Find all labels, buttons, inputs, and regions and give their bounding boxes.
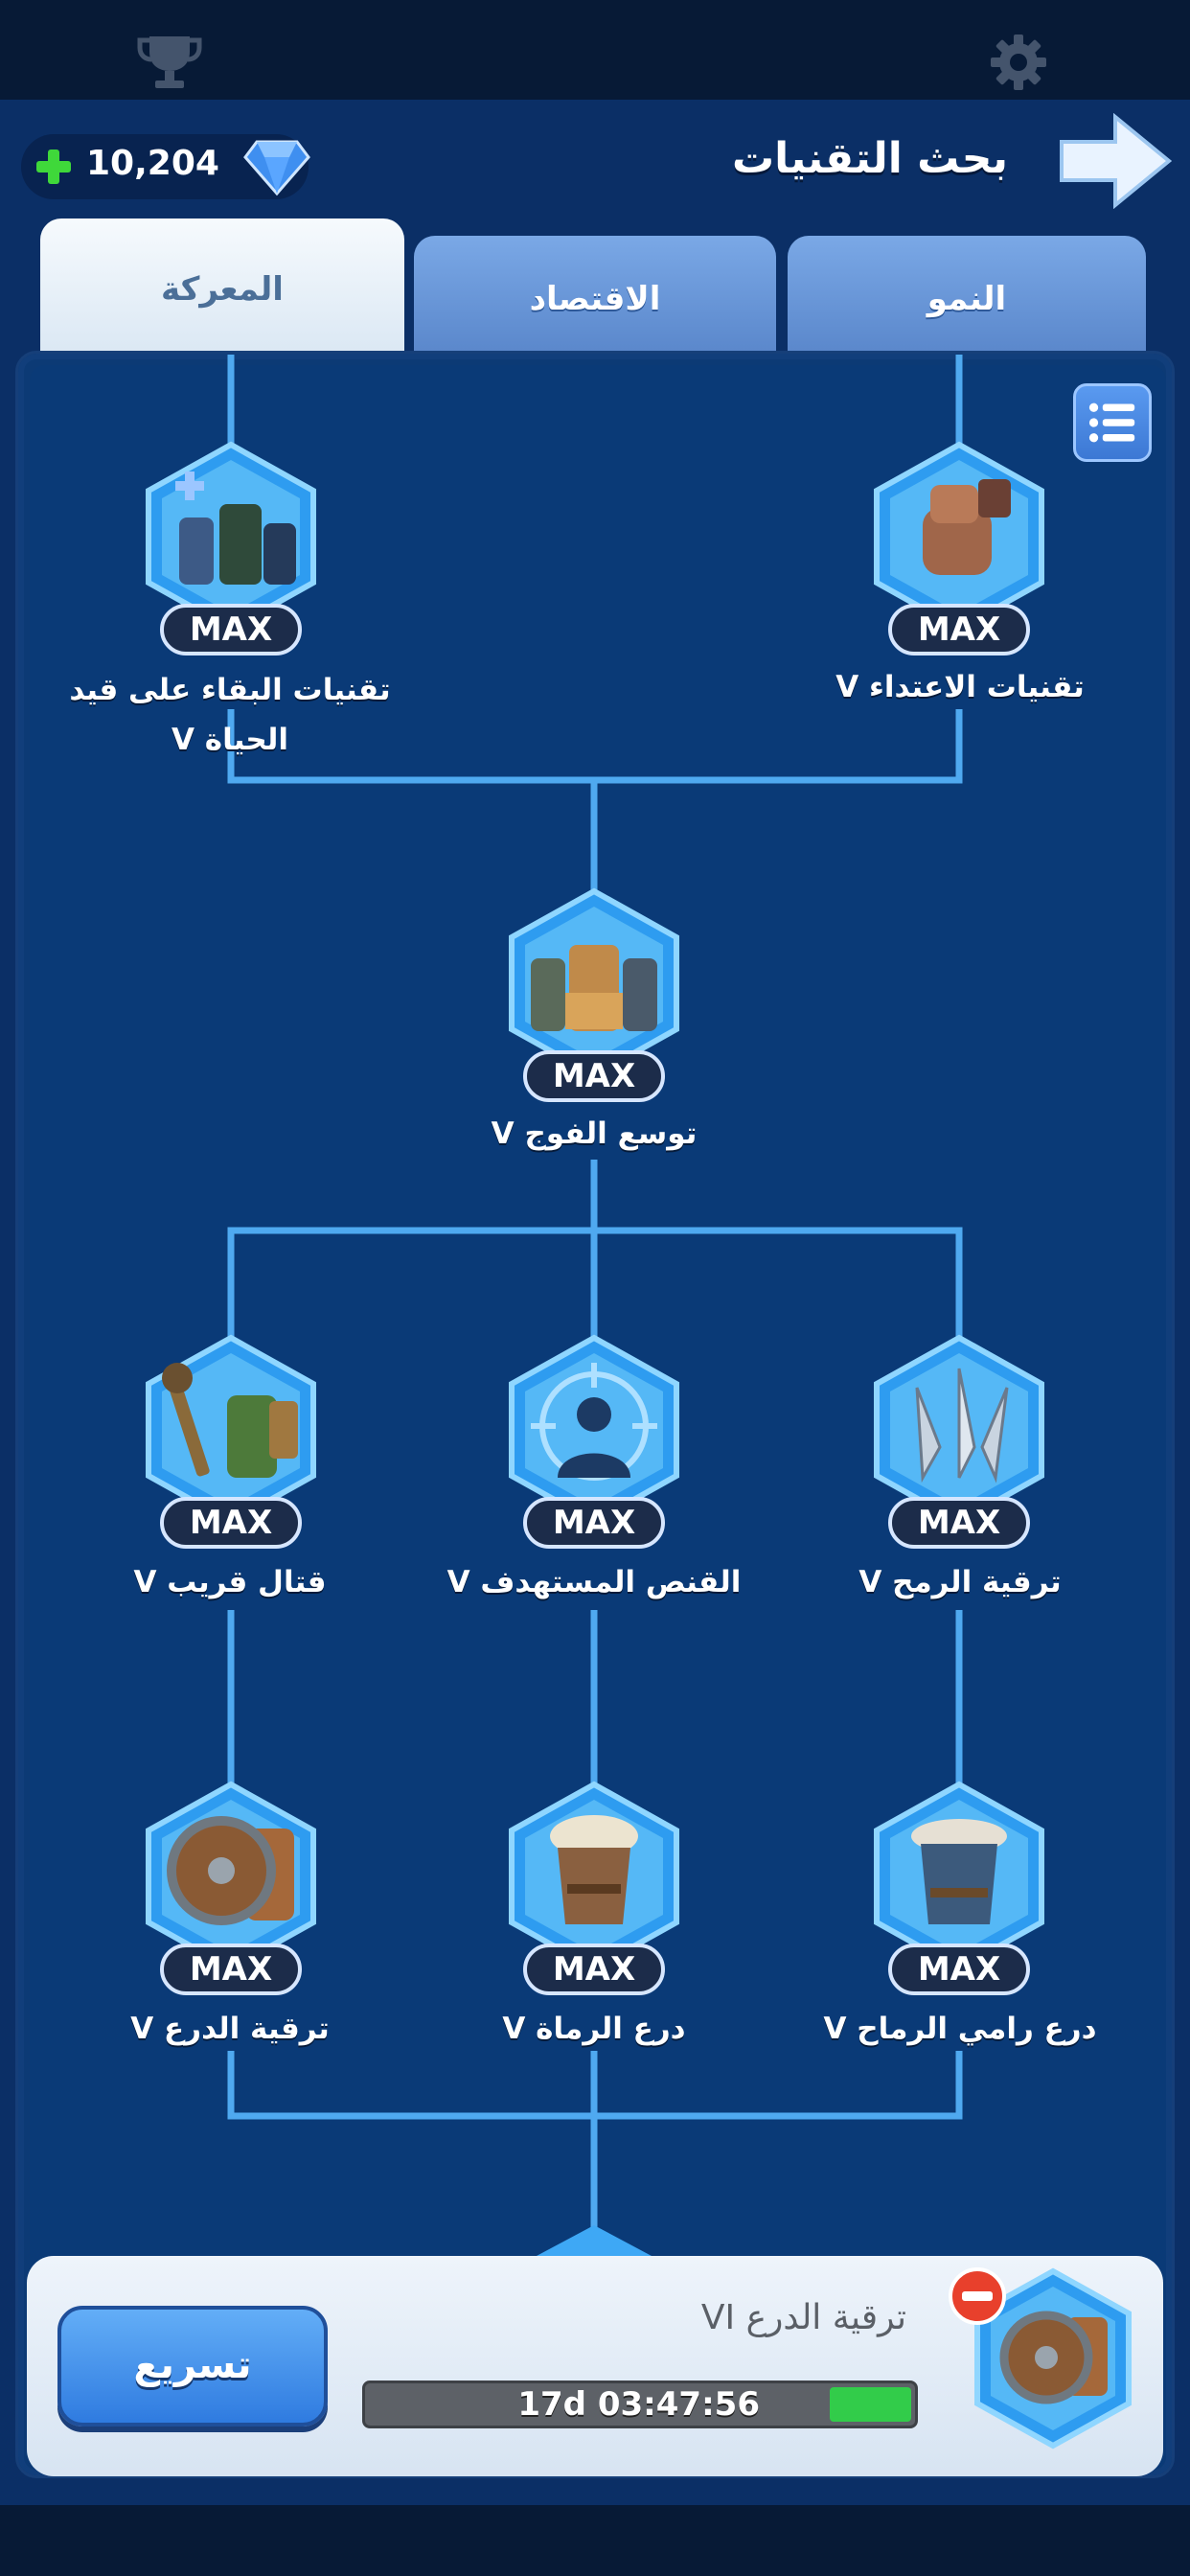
current-research-card: تسريع ترقية الدرع VI 17d 03:47:56 [27,2256,1163,2476]
tech-node-label: تقنيات الاعتداء V [835,670,1085,704]
level-badge: MAX [888,604,1030,656]
tech-node-label: القنص المستهدف V [446,1565,742,1599]
tech-node-survival[interactable]: MAX [135,441,327,656]
tech-node-label: تقنيات البقاء على قيد الحياة V [69,673,391,757]
tab-label: النمو [927,280,1007,318]
gem-icon [243,140,310,196]
level-badge: MAX [523,1944,665,1995]
spear-icon [874,1334,1044,1526]
page-title: بحث التقنيات [731,134,1008,183]
tab-label: المعركة [161,270,284,309]
shield-icon [146,1781,316,1972]
tech-node-melee[interactable]: MAX [135,1334,327,1549]
melee-icon [146,1334,316,1526]
level-badge: MAX [888,1944,1030,1995]
cancel-research-icon[interactable] [947,2266,1008,2327]
back-arrow-icon[interactable] [1058,113,1173,209]
level-badge: MAX [160,1497,302,1549]
add-currency-icon[interactable] [34,148,73,186]
tech-node-label: درع الرماة V [502,2012,686,2046]
tab-battle[interactable]: المعركة [40,218,404,353]
list-view-icon[interactable] [1073,383,1152,462]
tab-economy[interactable]: الاقتصاد [414,236,776,351]
regiment-icon [509,887,679,1079]
time-remaining: 17d 03:47:56 [517,2385,760,2424]
tech-node-label: قتال قريب V [133,1565,327,1599]
top-bar [0,0,1190,100]
currency-amount: 10,204 [86,144,219,183]
trophy-icon[interactable] [136,29,203,96]
research-name: ترقية الدرع VI [700,2298,906,2337]
tech-node-archer-armor[interactable]: MAX [498,1781,690,1995]
tech-node-regiment[interactable]: MAX [498,887,690,1102]
tech-node-target[interactable]: MAX [498,1334,690,1549]
target-icon [509,1334,679,1526]
currency-display: 10,204 [21,134,310,199]
speed-up-button[interactable]: تسريع [57,2306,328,2426]
tab-label: الاقتصاد [529,280,661,318]
bottom-system-bar [0,2505,1190,2576]
level-badge: MAX [523,1497,665,1549]
tech-node-label: ترقية الدرع V [130,2012,330,2046]
level-badge: MAX [888,1497,1030,1549]
tech-node-label: درع رامي الرماح V [823,2012,1097,2046]
spearman-armor-icon [874,1781,1044,1972]
fist-icon [874,441,1044,632]
tech-node-label: ترقية الرمح V [858,1565,1062,1599]
tech-node-spearman-armor[interactable]: MAX [863,1781,1055,1995]
tech-node-label: توسع الفوج V [491,1116,698,1151]
gear-icon[interactable] [985,29,1052,96]
level-badge: MAX [523,1050,665,1102]
tech-node-assault[interactable]: MAX [863,441,1055,656]
tab-growth[interactable]: النمو [788,236,1146,351]
shield-icon[interactable] [972,2267,1134,2450]
tech-node-spear[interactable]: MAX [863,1334,1055,1549]
progress-fill [830,2387,911,2422]
level-badge: MAX [160,1944,302,1995]
research-progress-bar: 17d 03:47:56 [362,2380,918,2428]
tech-node-shield[interactable]: MAX [135,1781,327,1995]
level-badge: MAX [160,604,302,656]
